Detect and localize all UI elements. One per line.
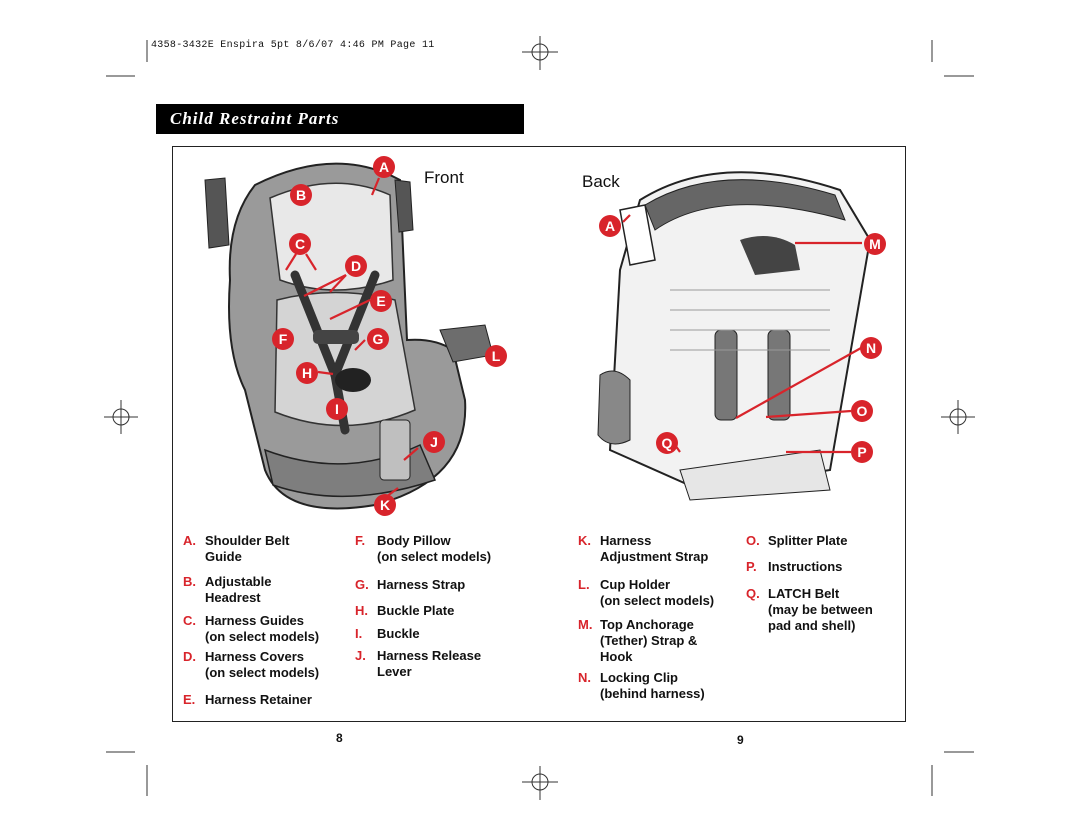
callout-c: C [289,233,311,255]
legend-item-i: I.Buckle [355,626,420,641]
callout-m: M [864,233,886,255]
page-number-left: 8 [336,731,343,745]
back-view-label: Back [582,172,620,191]
page-number-right: 9 [737,733,744,747]
callout-h: H [296,362,318,384]
section-title: Child Restraint Parts [170,109,340,128]
callout-j: J [423,431,445,453]
callout-a-back: A [599,215,621,237]
legend-item-m: M.Top Anchorage(Tether) Strap &Hook [578,617,698,664]
legend-item-h: H.Buckle Plate [355,603,455,618]
legend-item-e: E.Harness Retainer [183,692,312,707]
callout-n: N [860,337,882,359]
callout-g: G [367,328,389,350]
legend-item-o: O.Splitter Plate [746,533,848,548]
callout-a-front: A [373,156,395,178]
callout-e: E [370,290,392,312]
callout-i: I [326,398,348,420]
callout-d: D [345,255,367,277]
front-seat-illustration [204,162,494,510]
legend-item-n: N.Locking Clip(behind harness) [578,670,705,701]
legend-item-p: P.Instructions [746,559,843,574]
callout-f: F [272,328,294,350]
callout-l: L [485,345,507,367]
legend-item-c: C.Harness Guides(on select models) [183,613,320,644]
callout-p: P [851,441,873,463]
diagram-frame [172,146,906,722]
legend-item-f: F.Body Pillow(on select models) [355,533,492,564]
callout-q: Q [656,432,678,454]
callout-o: O [851,400,873,422]
callout-b: B [290,184,312,206]
section-header-bar: Child Restraint Parts [156,104,524,134]
back-seat-illustration [597,171,872,501]
legend-item-d: D.Harness Covers(on select models) [183,649,320,680]
legend-item-l: L.Cup Holder(on select models) [578,577,715,608]
legend-item-g: G.Harness Strap [355,577,466,592]
front-view-label: Front [424,168,464,187]
callout-k: K [374,494,396,516]
print-slug-line: 4358-3432E Enspira 5pt 8/6/07 4:46 PM Pa… [151,40,435,51]
